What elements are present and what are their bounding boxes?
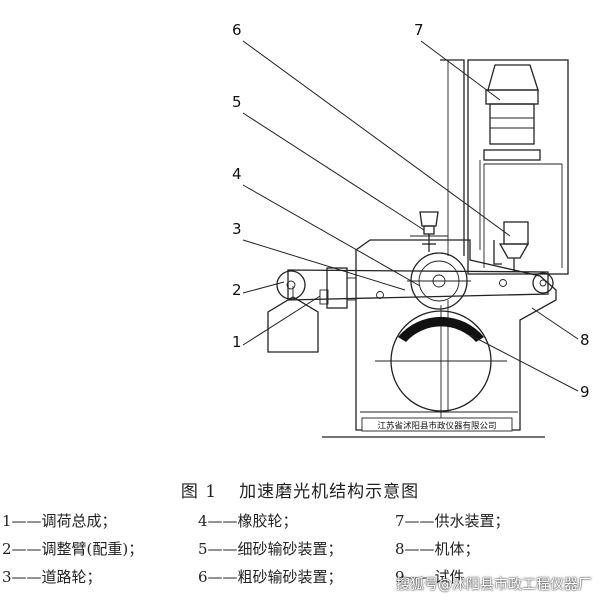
legend-item-1: 1——调荷总成；	[2, 512, 117, 530]
watermark: 搜狐号@沭阳县市政工程仪器厂	[396, 577, 592, 593]
label-4: 4	[232, 165, 242, 183]
nameplate-text: 江苏省沭阳县市政仪器有限公司	[377, 421, 496, 432]
water-supply	[440, 59, 569, 275]
legend-item-4: 4——橡胶轮；	[198, 512, 298, 530]
legend-item-3: 3——道路轮；	[2, 568, 102, 586]
coarse-sand-feeder	[493, 221, 530, 272]
legend-item-7: 7——供水装置；	[395, 512, 510, 530]
figure-number: 图 1	[180, 482, 218, 502]
label-2: 2	[232, 281, 242, 299]
test-specimen	[398, 316, 484, 342]
machine-body	[355, 239, 557, 431]
rubber-wheel	[407, 252, 471, 310]
label-5: 5	[232, 93, 242, 111]
legend-item-9: 9——试件	[395, 568, 465, 586]
legend-item-5: 5——细砂输砂装置；	[198, 540, 343, 558]
figure-title: 加速磨光机结构示意图	[239, 482, 420, 502]
legend-item-2: 2——调整臂(配重)；	[2, 540, 144, 558]
load-adjust-assembly	[267, 267, 356, 353]
label-3: 3	[232, 220, 242, 238]
fine-sand-feeder	[410, 211, 448, 252]
legend-item-6: 6——粗砂输砂装置；	[198, 568, 343, 586]
label-6: 6	[232, 21, 242, 39]
label-9: 9	[580, 383, 590, 401]
figure-caption: 图 1 加速磨光机结构示意图	[0, 477, 600, 502]
nameplate: 江苏省沭阳县市政仪器有限公司	[361, 417, 513, 432]
label-1: 1	[232, 333, 242, 351]
label-8: 8	[580, 331, 590, 349]
leader-lines	[242, 40, 579, 392]
label-7: 7	[414, 21, 424, 39]
adjusting-arm	[276, 269, 554, 301]
legend-item-8: 8——机体；	[395, 540, 480, 558]
